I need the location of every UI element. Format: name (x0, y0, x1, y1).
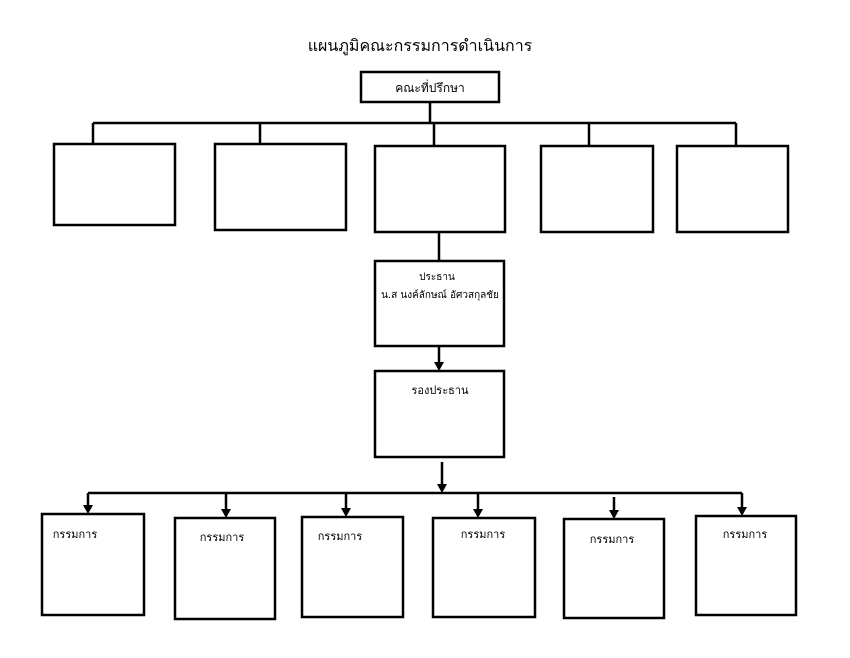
advisor-member-box (373, 144, 507, 234)
arrow-head (473, 509, 483, 518)
arrow-head (609, 510, 619, 519)
committee-label: กรรมการ (318, 530, 363, 543)
committee-box (431, 516, 537, 619)
committee-box (562, 517, 666, 620)
advisor-member-box (213, 142, 348, 232)
advisor-member-box (52, 142, 177, 227)
chair-name: น.ส นงค์ลักษณ์ อัศวสกุลชัย (381, 289, 499, 301)
advisor-member-box (539, 144, 655, 234)
committee-label: กรรมการ (461, 528, 506, 541)
arrow-head (437, 484, 447, 493)
vice-chair-role: รองประธาน (411, 384, 469, 397)
arrow-head (434, 362, 444, 371)
chart-title: แผนภูมิคณะกรรมการดำเนินการ (308, 36, 533, 56)
arrow-head (221, 509, 231, 518)
vice-chair-box (373, 369, 506, 459)
arrow-head (737, 507, 747, 516)
committee-box (173, 516, 277, 621)
committee-label: กรรมการ (590, 533, 635, 546)
committee-box (694, 514, 798, 617)
committee-label: กรรมการ (53, 528, 98, 541)
committee-label: กรรมการ (723, 528, 768, 541)
arrow-head (341, 508, 351, 517)
committee-label: กรรมการ (200, 531, 245, 544)
arrow-head (83, 505, 93, 514)
committee-box (40, 512, 146, 617)
advisors-label: คณะที่ปรึกษา (395, 79, 465, 95)
chair-role: ประธาน (419, 272, 455, 283)
advisor-member-box (675, 144, 790, 234)
committee-box (300, 515, 405, 619)
